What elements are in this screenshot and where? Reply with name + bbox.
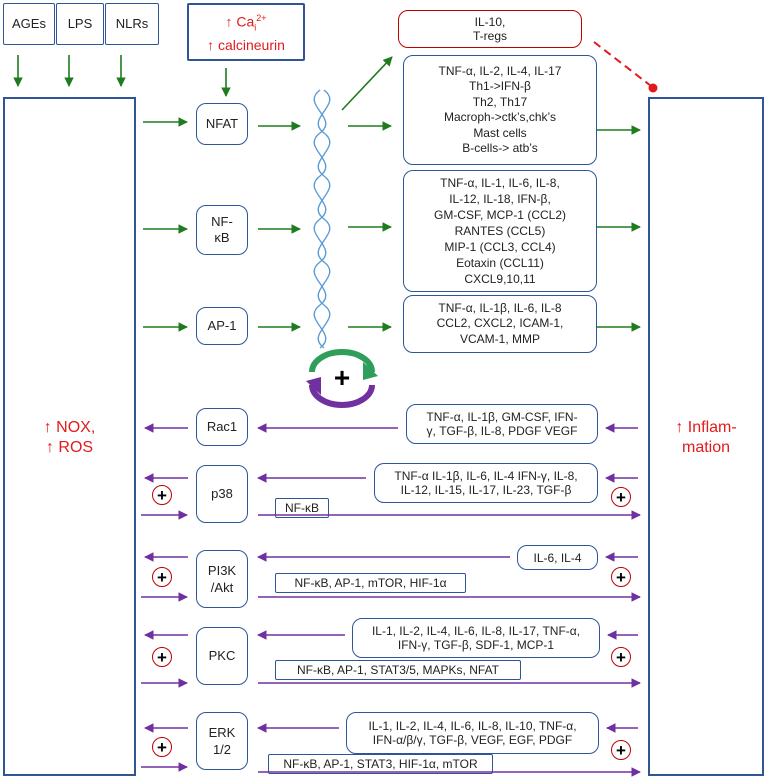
plus-circle-erk-right: + [611,740,631,760]
pi3k-output-box: IL-6, IL-4 [517,545,598,570]
feedback-plus: + [333,362,351,393]
calcium-calcineurin-box: ↑ Cai2+ ↑ calcineurin [187,3,305,61]
pi3k-target-box: NF-κB, AP-1, mTOR, HIF-1α [275,573,466,593]
activation-arrows [143,56,641,332]
tregs-inhibition [593,41,658,93]
node-nfkb: NF-κB [196,205,248,255]
node-pkc: PKC [196,627,248,685]
trigger-nlrs: NLRs [105,3,159,45]
plus-circle-pkc-right: + [611,647,631,667]
p38-output-box: TNF-α IL-1β, IL-6, IL-4 IFN-γ, IL-8, IL-… [374,463,598,503]
plus-circle-pkc-left: + [152,647,172,667]
rac1-output-box: TNF-α, IL-1β, GM-CSF, IFN- γ, TGF-β, IL-… [406,404,598,444]
inflammation-label: ↑ Inflam-mation [675,419,737,456]
node-ap1: AP-1 [196,307,248,345]
nox-ros-panel [3,97,136,776]
tregs-box: IL-10, T-regs [398,10,582,48]
node-p38: p38 [196,465,248,523]
erk-output-box: IL-1, IL-2, IL-4, IL-6, IL-8, IL-10, TNF… [346,712,599,754]
pkc-output-box: IL-1, IL-2, IL-4, IL-6, IL-8, IL-17, TNF… [352,618,600,658]
nfkb-output-box: TNF-α, IL-1, IL-6, IL-8, IL-12, IL-18, I… [403,170,597,292]
trigger-arrows [13,55,231,97]
node-rac1: Rac1 [196,408,248,446]
node-nfat: NFAT [196,103,248,145]
feedback-cycle [306,349,378,408]
nox-ros-label: ↑ NOX,↑ ROS [43,419,96,456]
trigger-ages: AGEs [3,3,55,45]
pkc-target-box: NF-κB, AP-1, STAT3/5, MAPKs, NFAT [275,660,521,680]
trigger-lps: LPS [56,3,104,45]
kinase-arrows [141,423,641,777]
plus-circle-erk-left: + [152,737,172,757]
calcium-label: ↑ Cai2+ [225,13,267,33]
plus-circle-p38-left: + [152,485,172,505]
inflammation-panel [648,97,764,776]
node-pi3k-akt: PI3K/Akt [196,550,248,608]
plus-circle-pi3k-left: + [152,567,172,587]
plus-circle-p38-right: + [611,487,631,507]
ap1-output-box: TNF-α, IL-1β, IL-6, IL-8 CCL2, CXCL2, IC… [403,295,597,353]
dna-helix [313,89,331,349]
nfat-output-box: TNF-α, IL-2, IL-4, IL-17 Th1->IFN-β Th2,… [403,55,597,165]
p38-target-box: NF-κB [275,498,329,518]
erk-target-box: NF-κB, AP-1, STAT3, HIF-1α, mTOR [268,754,493,774]
plus-circle-pi3k-right: + [611,567,631,587]
calcineurin-label: ↑ calcineurin [207,36,285,53]
